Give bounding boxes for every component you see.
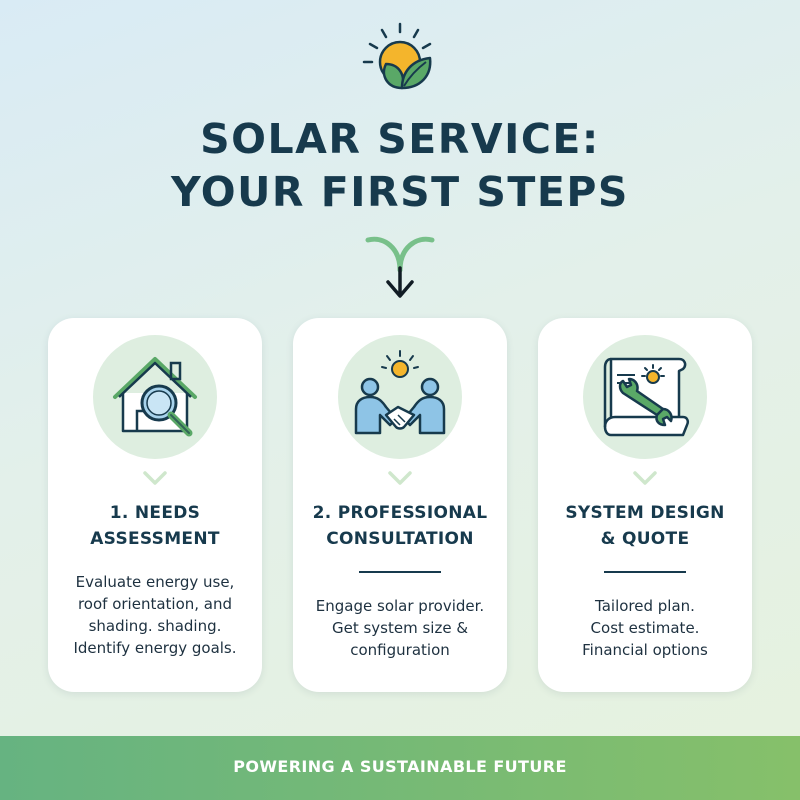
- page-title-line-1: SOLAR SERVICE:: [200, 115, 600, 163]
- check-icon: [388, 471, 412, 485]
- page-title-line-2: YOUR FIRST STEPS: [171, 168, 629, 216]
- step-description: Engage solar provider. Get system size &…: [315, 597, 485, 659]
- sun-leaf-icon: [362, 22, 432, 90]
- divider: [359, 571, 441, 573]
- house-magnifier-icon: [113, 357, 197, 437]
- branching-down-arrow-icon: [365, 236, 435, 298]
- step-title: 1. NEEDS ASSESSMENT: [90, 503, 220, 549]
- blueprint-wrench-icon: [603, 357, 690, 437]
- step-description: Evaluate energy use, roof orientation, a…: [73, 573, 237, 657]
- step-icon-badge: [93, 335, 217, 459]
- footer-banner: POWERING A SUSTAINABLE FUTURE: [0, 736, 800, 800]
- step-card-system-design-quote: SYSTEM DESIGN & QUOTE Tailored plan. Cos…: [538, 318, 752, 692]
- divider: [604, 571, 686, 573]
- step-card-needs-assessment: 1. NEEDS ASSESSMENT Evaluate energy use,…: [48, 318, 262, 692]
- footer-text: POWERING A SUSTAINABLE FUTURE: [233, 757, 567, 776]
- step-title: SYSTEM DESIGN & QUOTE: [565, 503, 725, 549]
- check-icon: [633, 471, 657, 485]
- step-icon-badge: [338, 335, 462, 459]
- step-card-professional-consultation: 2. PROFESSIONAL CONSULTATION Engage sola…: [293, 318, 507, 692]
- handshake-sun-icon: [354, 350, 446, 435]
- step-title: 2. PROFESSIONAL CONSULTATION: [312, 503, 488, 549]
- step-icon-badge: [583, 335, 707, 459]
- step-description: Tailored plan. Cost estimate. Financial …: [582, 597, 708, 659]
- check-icon: [143, 471, 167, 485]
